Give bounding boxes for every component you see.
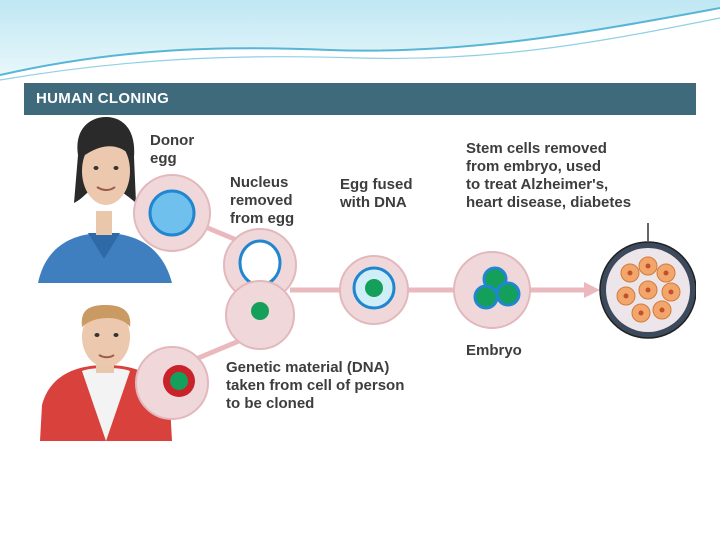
figure-title: HUMAN CLONING: [36, 90, 170, 107]
donor-egg-cell: [133, 174, 211, 252]
arrow-head: [584, 282, 600, 298]
stem-cell-dish: [599, 241, 696, 339]
cloning-diagram: [38, 117, 696, 441]
stem-cells-label: Stem cells removed from embryo, used to …: [466, 140, 632, 211]
nucleus-removed-label: Nucleus removed from egg: [230, 174, 295, 227]
egg-fused-label: Egg fused with DNA: [340, 176, 413, 211]
title-bar: HUMAN CLONING: [24, 83, 696, 115]
woman-donor-illustration: [38, 117, 172, 283]
human-cloning-figure: HUMAN CLONING: [24, 83, 696, 441]
embryo-label: Embryo: [466, 342, 522, 359]
person-cell: [135, 346, 209, 420]
embryo-cell: [453, 251, 531, 329]
donor-egg-label: Donor egg: [150, 132, 195, 167]
genetic-material-label: Genetic material (DNA) taken from cell o…: [226, 359, 405, 412]
dna-nucleus-cell: [225, 280, 295, 350]
fused-egg-cell: [339, 255, 409, 325]
